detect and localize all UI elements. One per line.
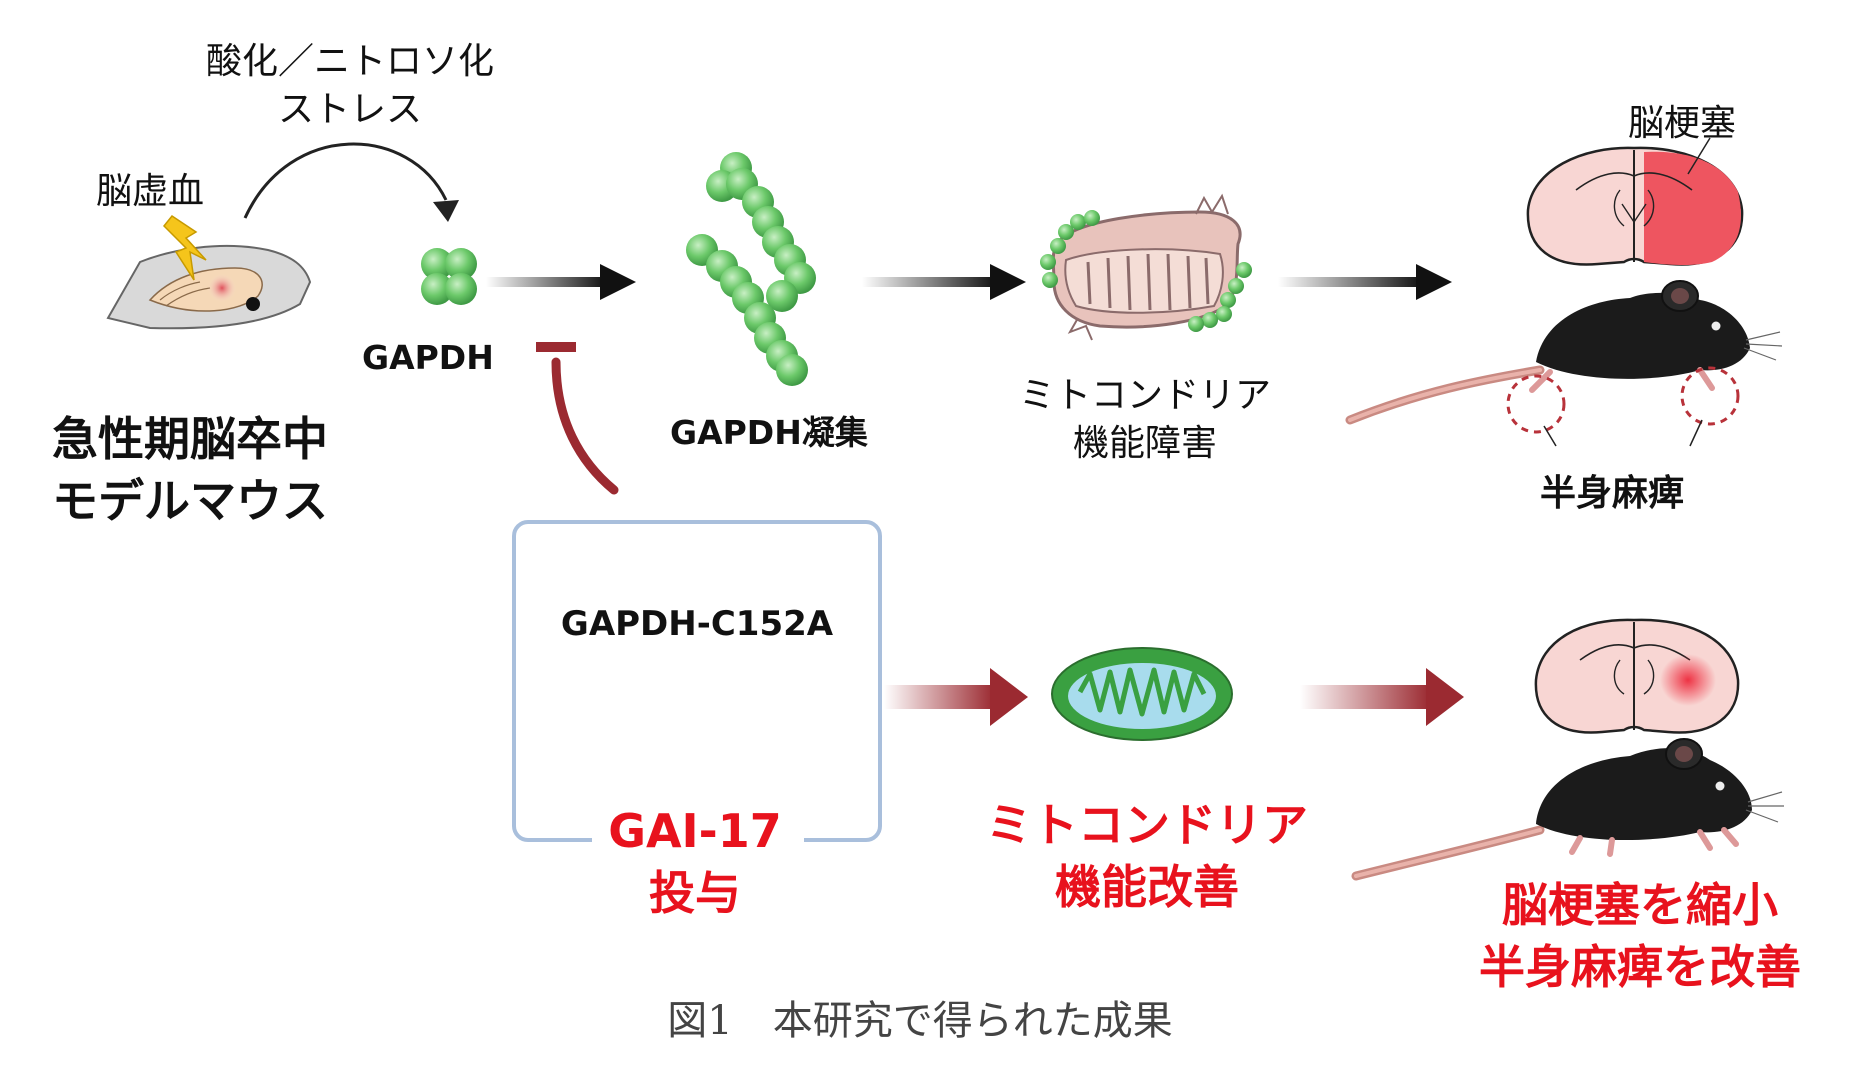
treatment-arrow-2 bbox=[1300, 668, 1464, 726]
arrow-aggregate-to-mito bbox=[862, 264, 1026, 300]
result-label: 脳梗塞を縮小 半身麻痺を改善 bbox=[1479, 878, 1801, 994]
mutant-label: GAPDH-C152A bbox=[560, 604, 834, 644]
arrow-gapdh-to-aggregate bbox=[486, 264, 636, 300]
brain-section-infarct-icon bbox=[1526, 137, 1744, 266]
lightning-icon bbox=[162, 214, 207, 281]
gapdh-label: GAPDH bbox=[362, 338, 494, 377]
aggregation-label: GAPDH凝集 bbox=[670, 413, 868, 452]
figure-caption: 図1 本研究で得られた成果 bbox=[667, 998, 1173, 1044]
mito-dysfunction-label: ミトコンドリア 機能障害 bbox=[1018, 375, 1271, 464]
damaged-mitochondria-icon bbox=[1040, 193, 1252, 341]
mouse-head-icon bbox=[106, 244, 312, 330]
gapdh-aggregate-icon bbox=[686, 152, 816, 386]
drug-label: GAI-17 投与 bbox=[608, 804, 782, 920]
mitochondria-icon bbox=[1051, 647, 1233, 741]
brain-section-improved-icon bbox=[1534, 618, 1740, 734]
mouse-healthy-icon bbox=[1351, 738, 1784, 881]
gapdh-tetramer-icon bbox=[421, 248, 477, 305]
stress-curved-arrow bbox=[243, 142, 459, 222]
model-mouse-title: 急性期脳卒中 モデルマウス bbox=[52, 412, 328, 528]
mouse-paralysis-icon bbox=[1345, 280, 1783, 447]
stress-label: 酸化／ニトロソ化 ストレス bbox=[205, 41, 494, 130]
arrow-mito-to-outcome bbox=[1278, 264, 1452, 300]
treatment-box bbox=[512, 520, 882, 842]
treatment-arrow-1 bbox=[884, 668, 1028, 726]
ischemia-label: 脳虚血 bbox=[96, 171, 205, 212]
inhibition-arrow bbox=[536, 342, 619, 495]
infarct-label: 脳梗塞 bbox=[1628, 103, 1737, 144]
mito-improvement-label: ミトコンドリア 機能改善 bbox=[986, 798, 1308, 914]
hemiplegia-label: 半身麻痺 bbox=[1540, 473, 1685, 514]
